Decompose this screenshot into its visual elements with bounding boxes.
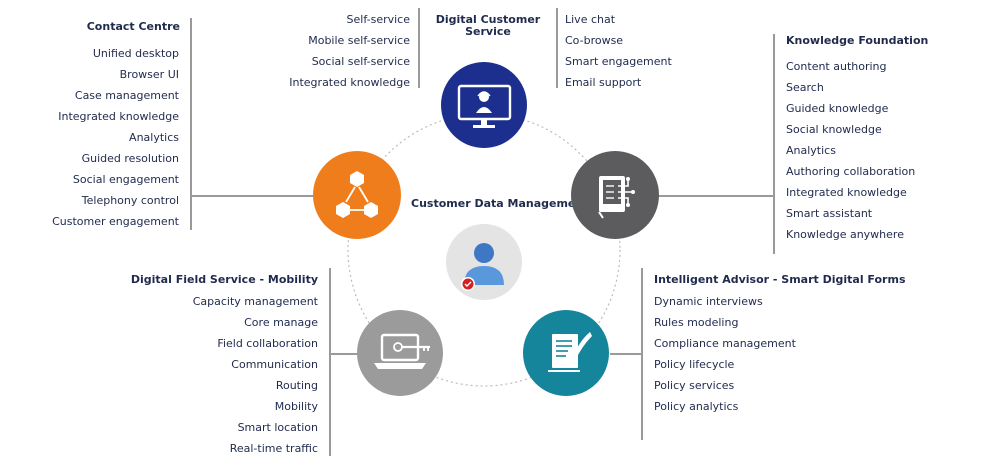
list-item: Content authoring <box>786 60 887 73</box>
dcs-right-list: Live chat Co-browse Smart engagement Ema… <box>565 9 672 93</box>
contact-centre-list: Unified desktop Browser UI Case manageme… <box>52 43 179 232</box>
list-item: Self-service <box>346 13 410 26</box>
laptop-key-icon <box>357 310 443 396</box>
list-item: Social knowledge <box>786 123 882 136</box>
list-item: Guided knowledge <box>786 102 889 115</box>
customer-data-management-label: Customer Data Management <box>411 197 589 210</box>
line-dcs-left <box>418 8 420 88</box>
list-item: Policy lifecycle <box>654 358 735 371</box>
list-item: Customer engagement <box>52 215 179 228</box>
list-item: Smart engagement <box>565 55 672 68</box>
connector-field-service <box>329 353 363 355</box>
list-item: Mobile self-service <box>308 34 410 47</box>
connector-contact-centre <box>190 195 314 197</box>
list-item: Compliance management <box>654 337 796 350</box>
list-item: Smart location <box>237 421 318 434</box>
list-item: Analytics <box>786 144 836 157</box>
list-item: Integrated knowledge <box>786 186 907 199</box>
advisor-title: Intelligent Advisor - Smart Digital Form… <box>654 273 906 286</box>
list-item: Guided resolution <box>81 152 179 165</box>
list-item: Routing <box>275 379 318 392</box>
list-item: Integrated knowledge <box>289 76 410 89</box>
list-item: Policy analytics <box>654 400 739 413</box>
list-item: Email support <box>565 76 642 89</box>
connector-advisor <box>610 353 643 355</box>
list-item: Communication <box>231 358 318 371</box>
list-item: Field collaboration <box>217 337 318 350</box>
support-agent-monitor-icon <box>441 62 527 148</box>
connector-knowledge <box>658 195 775 197</box>
list-item: Search <box>786 81 824 94</box>
list-item: Telephony control <box>81 194 179 207</box>
line-field-service <box>329 268 331 456</box>
contact-centre-title: Contact Centre <box>86 20 180 33</box>
list-item: Capacity management <box>192 295 318 308</box>
list-item: Social self-service <box>311 55 410 68</box>
knowledge-list: Content authoring Search Guided knowledg… <box>786 56 915 245</box>
list-item: Case management <box>74 89 179 102</box>
list-item: Live chat <box>565 13 616 26</box>
circuit-book-icon <box>571 151 659 239</box>
knowledge-title: Knowledge Foundation <box>786 34 929 47</box>
advisor-list: Dynamic interviews Rules modeling Compli… <box>654 291 796 417</box>
line-dcs-right <box>556 8 558 88</box>
list-item: Policy services <box>654 379 735 392</box>
list-item: Mobility <box>274 400 318 413</box>
field-service-title: Digital Field Service - Mobility <box>130 273 318 286</box>
dcs-title: Digital Customer Service <box>435 13 541 38</box>
list-item: Dynamic interviews <box>654 295 763 308</box>
list-item: Authoring collaboration <box>786 165 916 178</box>
line-knowledge <box>773 34 775 254</box>
list-item: Analytics <box>129 131 179 144</box>
list-item: Smart assistant <box>786 207 873 220</box>
list-item: Knowledge anywhere <box>786 228 904 241</box>
list-item: Core manage <box>244 316 318 329</box>
verified-user-icon <box>446 224 522 300</box>
list-item: Integrated knowledge <box>58 110 179 123</box>
list-item: Real-time traffic <box>229 442 318 455</box>
hexagon-network-icon <box>313 151 401 239</box>
field-service-list: Capacity management Core manage Field co… <box>193 291 318 459</box>
list-item: Social engagement <box>72 173 179 186</box>
document-quill-icon <box>523 310 609 396</box>
list-item: Rules modeling <box>654 316 739 329</box>
list-item: Browser UI <box>119 68 179 81</box>
dcs-left-list: Self-service Mobile self-service Social … <box>289 9 410 93</box>
line-contact-centre <box>190 18 192 230</box>
list-item: Unified desktop <box>92 47 179 60</box>
list-item: Co-browse <box>565 34 624 47</box>
